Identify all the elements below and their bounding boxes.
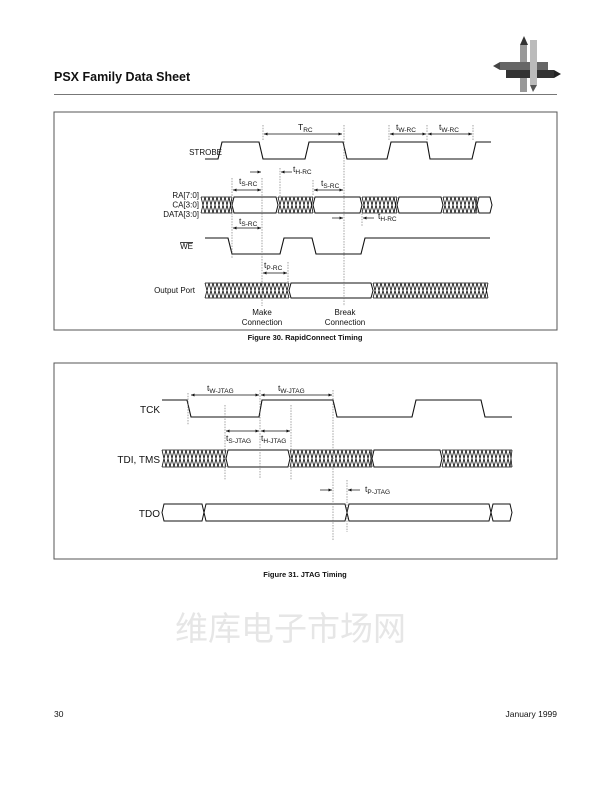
- signal-label-ra: RA[7:0]: [172, 191, 199, 200]
- tdi-tms-bus-valid-segment: [371, 449, 443, 468]
- figure31-caption: Figure 31. JTAG Timing: [263, 570, 347, 579]
- signal-label-we: WE: [180, 242, 193, 251]
- signal-label-tdi-tms: TDI, TMS: [117, 455, 160, 466]
- output-port-bus-valid-segment: [288, 282, 374, 299]
- document-title: PSX Family Data Sheet: [54, 70, 191, 84]
- timing-label-tw-jtag-1: tW-JTAG: [207, 383, 234, 395]
- address-data-bus-hatched-segment: [200, 196, 233, 214]
- address-data-bus-valid-segment: [476, 196, 493, 214]
- tck-waveform: [162, 399, 512, 418]
- timing-label-twrc-2: tW-RC: [439, 122, 459, 134]
- figure30-diagram: [200, 125, 493, 306]
- signal-label-ca: CA[3:0]: [172, 201, 199, 210]
- tdo-bus-valid-segment: [490, 503, 513, 522]
- signal-label-data: DATA[3:0]: [163, 210, 199, 219]
- signal-label-tdo: TDO: [139, 509, 160, 520]
- we-waveform: [205, 237, 490, 255]
- company-logo: [493, 36, 561, 92]
- address-data-bus-valid-segment: [396, 196, 444, 214]
- timing-label-ts-jtag: tS-JTAG: [226, 433, 251, 445]
- figure30-caption: Figure 30. RapidConnect Timing: [248, 333, 363, 342]
- annotation-break-connection: Connection: [325, 318, 365, 327]
- timing-label-twrc-1: tW-RC: [396, 122, 416, 134]
- address-data-bus-hatched-segment: [361, 196, 398, 214]
- timing-label-tsrc-3: tS-RC: [239, 216, 258, 228]
- output-port-bus-hatched-segment: [204, 282, 290, 299]
- tdi-tms-bus-hatched-segment: [161, 449, 227, 468]
- tdo-bus-valid-segment: [161, 503, 205, 522]
- annotation-make-connection: Connection: [242, 318, 282, 327]
- timing-label-tprc: tP-RC: [264, 260, 283, 272]
- timing-label-thrc-2: tH-RC: [378, 211, 397, 223]
- timing-label-tsrc-2: tS-RC: [321, 178, 340, 190]
- tdo-bus-valid-segment: [203, 503, 348, 522]
- output-port-bus-hatched-segment: [372, 282, 489, 299]
- address-data-bus-valid-segment: [231, 196, 279, 214]
- annotation-break: Break: [335, 308, 357, 317]
- timing-label-th-jtag: tH-JTAG: [261, 433, 286, 445]
- signal-label-output-port: Output Port: [154, 286, 196, 295]
- figure31-diagram: [161, 390, 513, 540]
- tdo-bus-valid-segment: [346, 503, 492, 522]
- signal-label-strobe: STROBE: [189, 148, 222, 157]
- tdi-tms-bus-hatched-segment: [289, 449, 373, 468]
- address-data-bus-hatched-segment: [277, 196, 314, 214]
- timing-label-tw-jtag-2: tW-JTAG: [278, 383, 305, 395]
- footer-date: January 1999: [505, 709, 557, 719]
- header-divider: [54, 94, 557, 95]
- tdi-tms-bus-hatched-segment: [441, 449, 513, 468]
- watermark: 维库电子市场网: [175, 609, 406, 648]
- signal-label-tck: TCK: [140, 405, 160, 416]
- annotation-make: Make: [252, 308, 272, 317]
- address-data-bus-valid-segment: [312, 196, 363, 214]
- timing-label-tsrc-1: tS-RC: [239, 176, 258, 188]
- page-number: 30: [54, 709, 64, 719]
- address-data-bus-hatched-segment: [442, 196, 478, 214]
- figure30-frame: [53, 111, 558, 331]
- timing-label-trc: TRC: [298, 122, 313, 134]
- timing-label-tp-jtag: tP-JTAG: [365, 484, 390, 496]
- strobe-waveform: [205, 141, 491, 160]
- timing-label-thrc-1: tH-RC: [293, 164, 312, 176]
- tdi-tms-bus-valid-segment: [225, 449, 291, 468]
- figure31-frame: [53, 362, 558, 560]
